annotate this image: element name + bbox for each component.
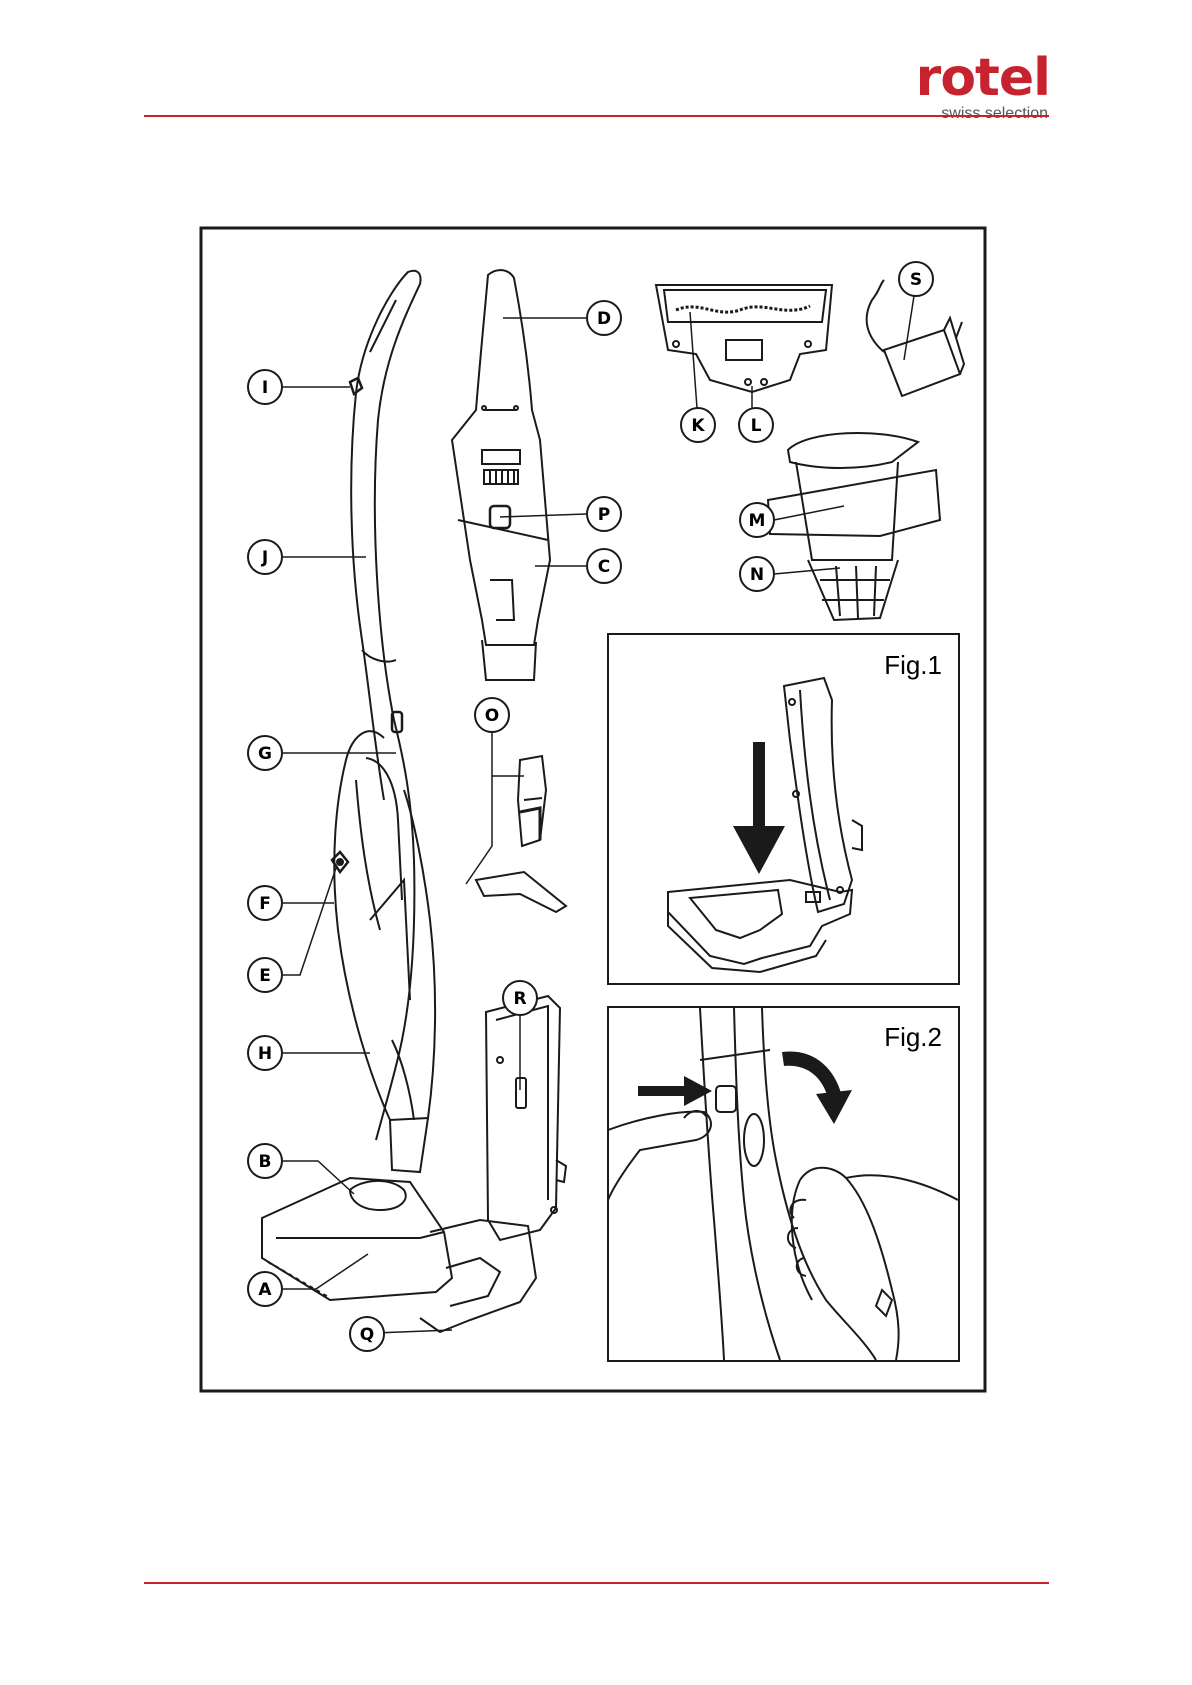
callout-K: K — [681, 408, 715, 442]
push-arrow — [638, 1076, 712, 1106]
svg-text:K: K — [691, 416, 705, 436]
svg-text:G: G — [258, 744, 272, 764]
down-arrow — [733, 742, 785, 874]
svg-text:A: A — [258, 1280, 272, 1300]
figure-1-label: Fig.1 — [884, 650, 942, 680]
curved-arrow — [782, 1051, 852, 1124]
figure-1-panel: Fig.1 — [608, 634, 959, 984]
callout-labels: I J G F E H B A Q D P C O R K L S M N — [248, 262, 933, 1351]
callout-D: D — [587, 301, 621, 335]
callout-J: J — [248, 540, 282, 574]
svg-text:L: L — [751, 416, 762, 436]
callout-F: F — [248, 886, 282, 920]
svg-text:H: H — [258, 1044, 272, 1064]
brush-head-illustration — [656, 285, 832, 392]
svg-text:P: P — [598, 505, 610, 525]
callout-leader-lines — [283, 296, 914, 1334]
callout-N: N — [740, 557, 774, 591]
accessory-tools-illustration — [476, 756, 566, 912]
callout-I: I — [248, 370, 282, 404]
callout-G: G — [248, 736, 282, 770]
svg-text:Q: Q — [360, 1325, 374, 1345]
svg-text:M: M — [749, 511, 766, 531]
callout-O: O — [475, 698, 509, 732]
charger-illustration — [867, 280, 964, 396]
callout-L: L — [739, 408, 773, 442]
callout-P: P — [587, 497, 621, 531]
diagram-frame — [201, 228, 985, 1391]
svg-text:D: D — [597, 309, 611, 329]
svg-text:O: O — [485, 706, 499, 726]
svg-text:E: E — [259, 966, 271, 986]
hand-unit-illustration — [452, 270, 550, 680]
svg-text:S: S — [910, 270, 922, 290]
svg-text:J: J — [261, 548, 268, 568]
figure-2-label: Fig.2 — [884, 1022, 942, 1052]
callout-R: R — [503, 981, 537, 1015]
svg-text:C: C — [598, 557, 610, 577]
callout-B: B — [248, 1144, 282, 1178]
callout-M: M — [740, 503, 774, 537]
svg-text:B: B — [259, 1152, 272, 1172]
callout-H: H — [248, 1036, 282, 1070]
callout-E: E — [248, 958, 282, 992]
callout-A: A — [248, 1272, 282, 1306]
callout-C: C — [587, 549, 621, 583]
svg-text:R: R — [513, 989, 526, 1009]
svg-text:I: I — [262, 378, 268, 398]
figure-2-panel: Fig.2 — [608, 1007, 959, 1361]
svg-text:N: N — [750, 565, 764, 585]
callout-Q: Q — [350, 1317, 384, 1351]
filter-illustration — [768, 433, 940, 620]
stick-vacuum-illustration — [262, 271, 566, 1332]
callout-S: S — [899, 262, 933, 296]
svg-text:F: F — [259, 894, 271, 914]
